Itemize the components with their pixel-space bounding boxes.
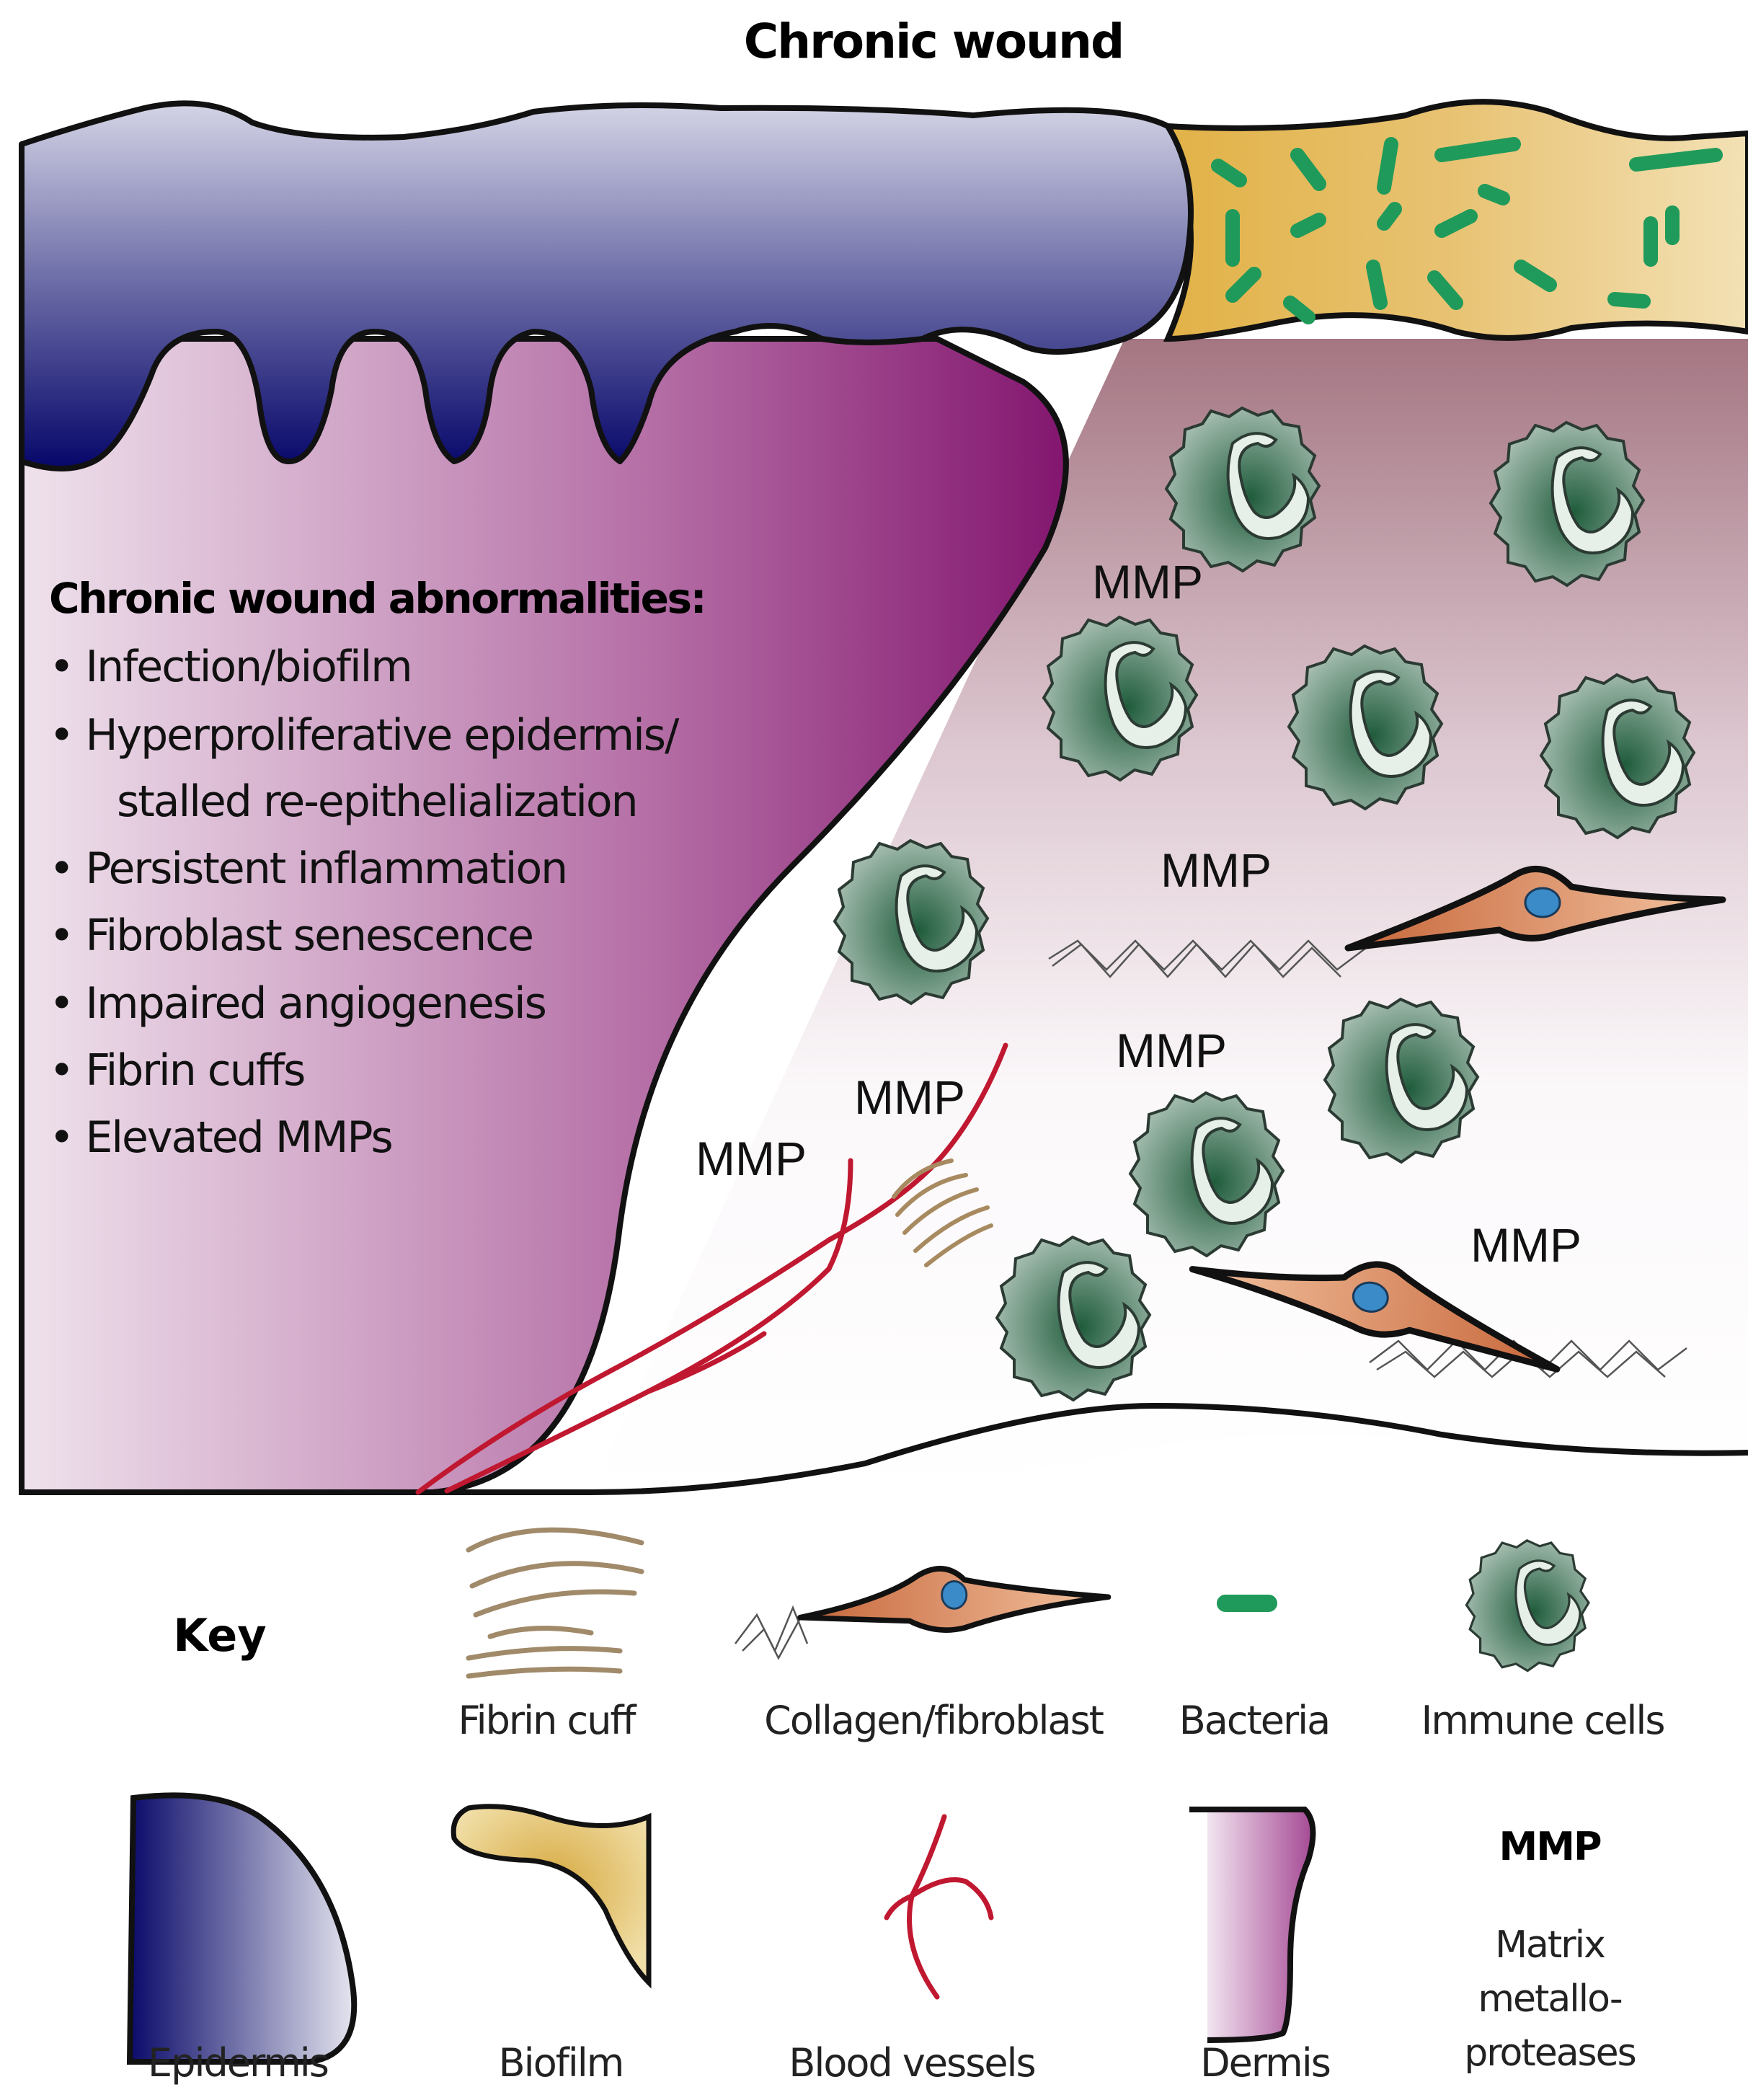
- bacterium: [1629, 148, 1723, 172]
- dermis-swatch-icon: [1189, 1809, 1313, 2040]
- tissue-boundary-line: [22, 1402, 1748, 1495]
- fibrin-cuff-icon: [466, 1527, 644, 1679]
- epidermis: [19, 100, 1194, 471]
- immune-cell: [1287, 644, 1443, 810]
- mmp-label: MMP: [1092, 555, 1203, 608]
- bacterium: [1478, 184, 1510, 205]
- bacterium: [1225, 267, 1261, 303]
- dermis-swatch-outline: [1189, 1807, 1316, 2043]
- mmp-label: MMP: [1116, 1024, 1227, 1077]
- immune-cell: [1165, 407, 1321, 572]
- legend-title: Key: [173, 1609, 266, 1662]
- blood-vessel-icon: [884, 1814, 994, 2000]
- bacterium: [1434, 209, 1478, 238]
- bacterium: [1211, 159, 1247, 187]
- immune-cell: [1489, 421, 1645, 587]
- legend-label: Biofilm: [499, 2040, 624, 2086]
- mmp-label: MMP: [1470, 1218, 1581, 1272]
- mmp-label: MMP: [854, 1071, 965, 1124]
- fibrin-cuff: [892, 1158, 993, 1267]
- bacterium: [1377, 202, 1402, 231]
- bacterium: [1283, 296, 1316, 324]
- wound-bed: [591, 339, 1748, 1492]
- fibroblast-icon: [735, 1566, 1112, 1660]
- immune-cell: [833, 839, 989, 1005]
- legend-label: Collagen/fibroblast: [764, 1698, 1104, 1743]
- bacteria-cluster: [1211, 137, 1723, 324]
- legend-label: Epidermis: [148, 2040, 328, 2086]
- bacterium: [1377, 137, 1398, 195]
- bacterium: [1607, 292, 1651, 309]
- bacterium: [1434, 137, 1521, 162]
- immune-cell: [1129, 1091, 1285, 1257]
- diagram-title: Chronic wound: [744, 14, 1124, 69]
- dermis: [19, 336, 1069, 1495]
- immune-cell-icon: [1465, 1539, 1590, 1673]
- legend-label: Immune cells: [1421, 1698, 1664, 1743]
- abnormality-item: stalled re-epithelialization: [117, 776, 637, 827]
- abnormality-item: • Persistent inflammation: [49, 843, 567, 894]
- immune-cell: [1042, 616, 1198, 781]
- legend: Key Fibrin cuff Collagen/fibroblast Bact…: [126, 1527, 1666, 2086]
- mmp-desc-line: Matrix: [1495, 1923, 1605, 1967]
- abnormality-item: • Infection/biofilm: [49, 642, 412, 692]
- mmp-desc-line: proteases: [1464, 2032, 1635, 2075]
- legend-label: Bacteria: [1179, 1698, 1330, 1743]
- abnormality-item: • Impaired angiogenesis: [49, 978, 546, 1029]
- mmp-abbrev: MMP: [1499, 1824, 1600, 1869]
- abnormality-item: • Hyperproliferative epidermis/: [49, 710, 680, 761]
- biofilm-swatch-icon: [451, 1804, 652, 1989]
- legend-label: Dermis: [1200, 2040, 1330, 2086]
- immune-cell: [1323, 998, 1479, 1164]
- abnormalities-list: Chronic wound abnormalities: • Infection…: [49, 574, 707, 1163]
- immune-cell: [995, 1236, 1151, 1401]
- abnormality-item: • Fibrin cuffs: [49, 1045, 304, 1096]
- abnormality-item: • Fibroblast senescence: [49, 911, 533, 961]
- bacterium: [1514, 260, 1557, 292]
- bacterium: [1290, 148, 1326, 191]
- legend-label: Fibrin cuff: [458, 1698, 638, 1743]
- epidermis-swatch-icon: [126, 1792, 358, 2065]
- abnormality-item: • Elevated MMPs: [49, 1112, 392, 1163]
- mmp-label: MMP: [696, 1132, 807, 1185]
- abnormalities-heading: Chronic wound abnormalities:: [49, 574, 705, 623]
- bacterium: [1366, 260, 1388, 310]
- mmp-label: MMP: [1161, 843, 1272, 897]
- legend-label: Blood vessels: [789, 2040, 1034, 2086]
- immune-cell: [1540, 673, 1695, 839]
- bacterium: [1427, 270, 1463, 310]
- blood-vessel: [415, 1042, 1008, 1495]
- bacterium: [1290, 213, 1326, 238]
- mmp-desc-line: metallo-: [1478, 1977, 1622, 2021]
